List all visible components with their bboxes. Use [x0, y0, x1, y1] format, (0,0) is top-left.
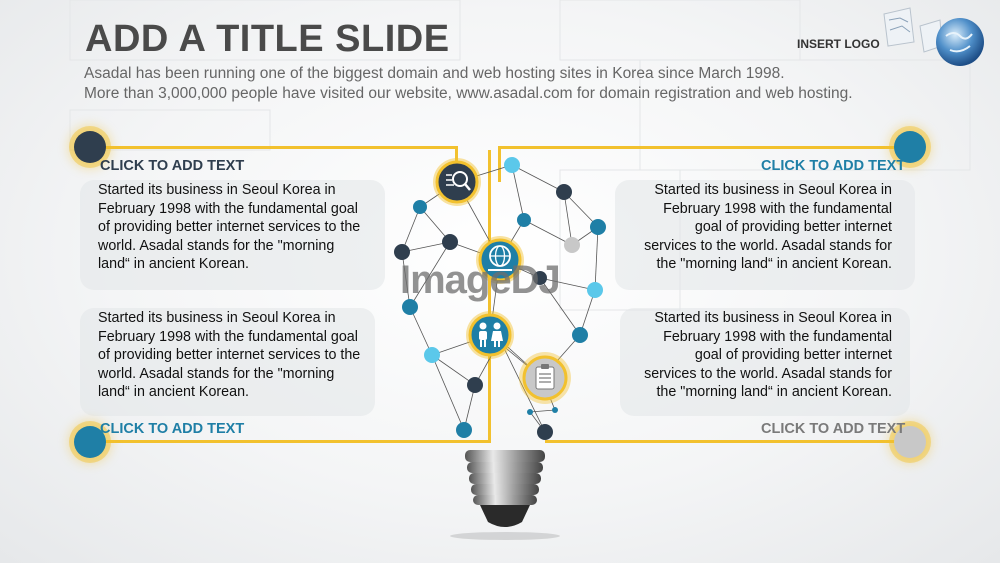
text-line: land“ in ancient Korean.: [98, 384, 250, 400]
left-top-panel: [80, 180, 385, 290]
corner-node-top-left: [74, 131, 106, 163]
light-bulb-icon: [394, 157, 606, 540]
insert-logo-label[interactable]: INSERT LOGO: [797, 37, 880, 51]
globe-icon: [476, 236, 524, 284]
text-line: goal of providing better internet: [694, 347, 892, 363]
right-top-paragraph[interactable]: Started its business in Seoul Korea in F…: [610, 181, 892, 274]
text-line: services to the world. Asadal stands for: [644, 365, 892, 382]
clipboard-icon: [519, 352, 571, 404]
text-line: Started its business in Seoul Korea in: [654, 182, 892, 198]
left-bottom-panel: [80, 308, 375, 416]
left-top-paragraph[interactable]: Started its business in Seoul Korea in F…: [98, 181, 380, 274]
subtitle-line-2: More than 3,000,000 people have visited …: [84, 85, 853, 102]
text-line: February 1998 with the fundamental: [663, 328, 892, 345]
text-line: Started its business in Seoul Korea in: [654, 310, 892, 326]
connector-line: [488, 150, 491, 443]
slide-title[interactable]: ADD A TITLE SLIDE: [85, 18, 450, 60]
right-bottom-paragraph[interactable]: Started its business in Seoul Korea in F…: [610, 309, 892, 402]
bulb-base: [450, 450, 560, 540]
connector-line: [545, 440, 910, 443]
text-line: of providing better internet services to…: [98, 219, 361, 235]
watermark-text: ImageDJ: [400, 258, 561, 302]
text-line: the "morning land“ in ancient Korean.: [656, 256, 892, 272]
text-line: February 1998 with the fundamental goal: [98, 200, 358, 217]
connector-line: [90, 146, 457, 149]
text-line: world. Asadal stands for the "morning: [98, 365, 335, 382]
text-line: world. Asadal stands for the "morning: [98, 237, 335, 254]
text-line: services to the world. Asadal stands for: [644, 237, 892, 254]
text-line: Started its business in Seoul Korea in: [98, 182, 336, 198]
text-line: goal of providing better internet: [694, 219, 892, 235]
text-line: February 1998 with the fundamental: [663, 200, 892, 217]
right-bottom-panel: [620, 308, 910, 416]
connector-line: [498, 146, 501, 182]
corner-node-top-right: [894, 131, 926, 163]
left-bottom-heading[interactable]: CLICK TO ADD TEXT: [100, 421, 245, 437]
globe-logo-icon[interactable]: [880, 6, 990, 70]
right-top-heading[interactable]: CLICK TO ADD TEXT: [761, 158, 906, 174]
text-line: Started its business in Seoul Korea in: [98, 310, 336, 326]
slide-subtitle[interactable]: Asadal has been running one of the bigge…: [84, 64, 853, 104]
text-line: land“ in ancient Korean.: [98, 256, 250, 272]
search-icon: [433, 158, 481, 206]
right-top-panel: [615, 180, 915, 290]
corner-node-bottom-left: [74, 426, 106, 458]
connector-line: [498, 146, 910, 149]
text-line: February 1998 with the fundamental goal: [98, 328, 358, 345]
left-bottom-paragraph[interactable]: Started its business in Seoul Korea in F…: [98, 309, 380, 402]
subtitle-line-1: Asadal has been running one of the bigge…: [84, 65, 785, 82]
text-line: of providing better internet services to…: [98, 347, 361, 363]
corner-node-bottom-right: [894, 426, 926, 458]
right-bottom-heading[interactable]: CLICK TO ADD TEXT: [761, 421, 906, 437]
connector-line: [90, 440, 490, 443]
text-line: the "morning land“ in ancient Korean.: [656, 384, 892, 400]
people-icon: [466, 311, 514, 359]
connector-line: [455, 146, 458, 166]
left-top-heading[interactable]: CLICK TO ADD TEXT: [100, 158, 245, 174]
